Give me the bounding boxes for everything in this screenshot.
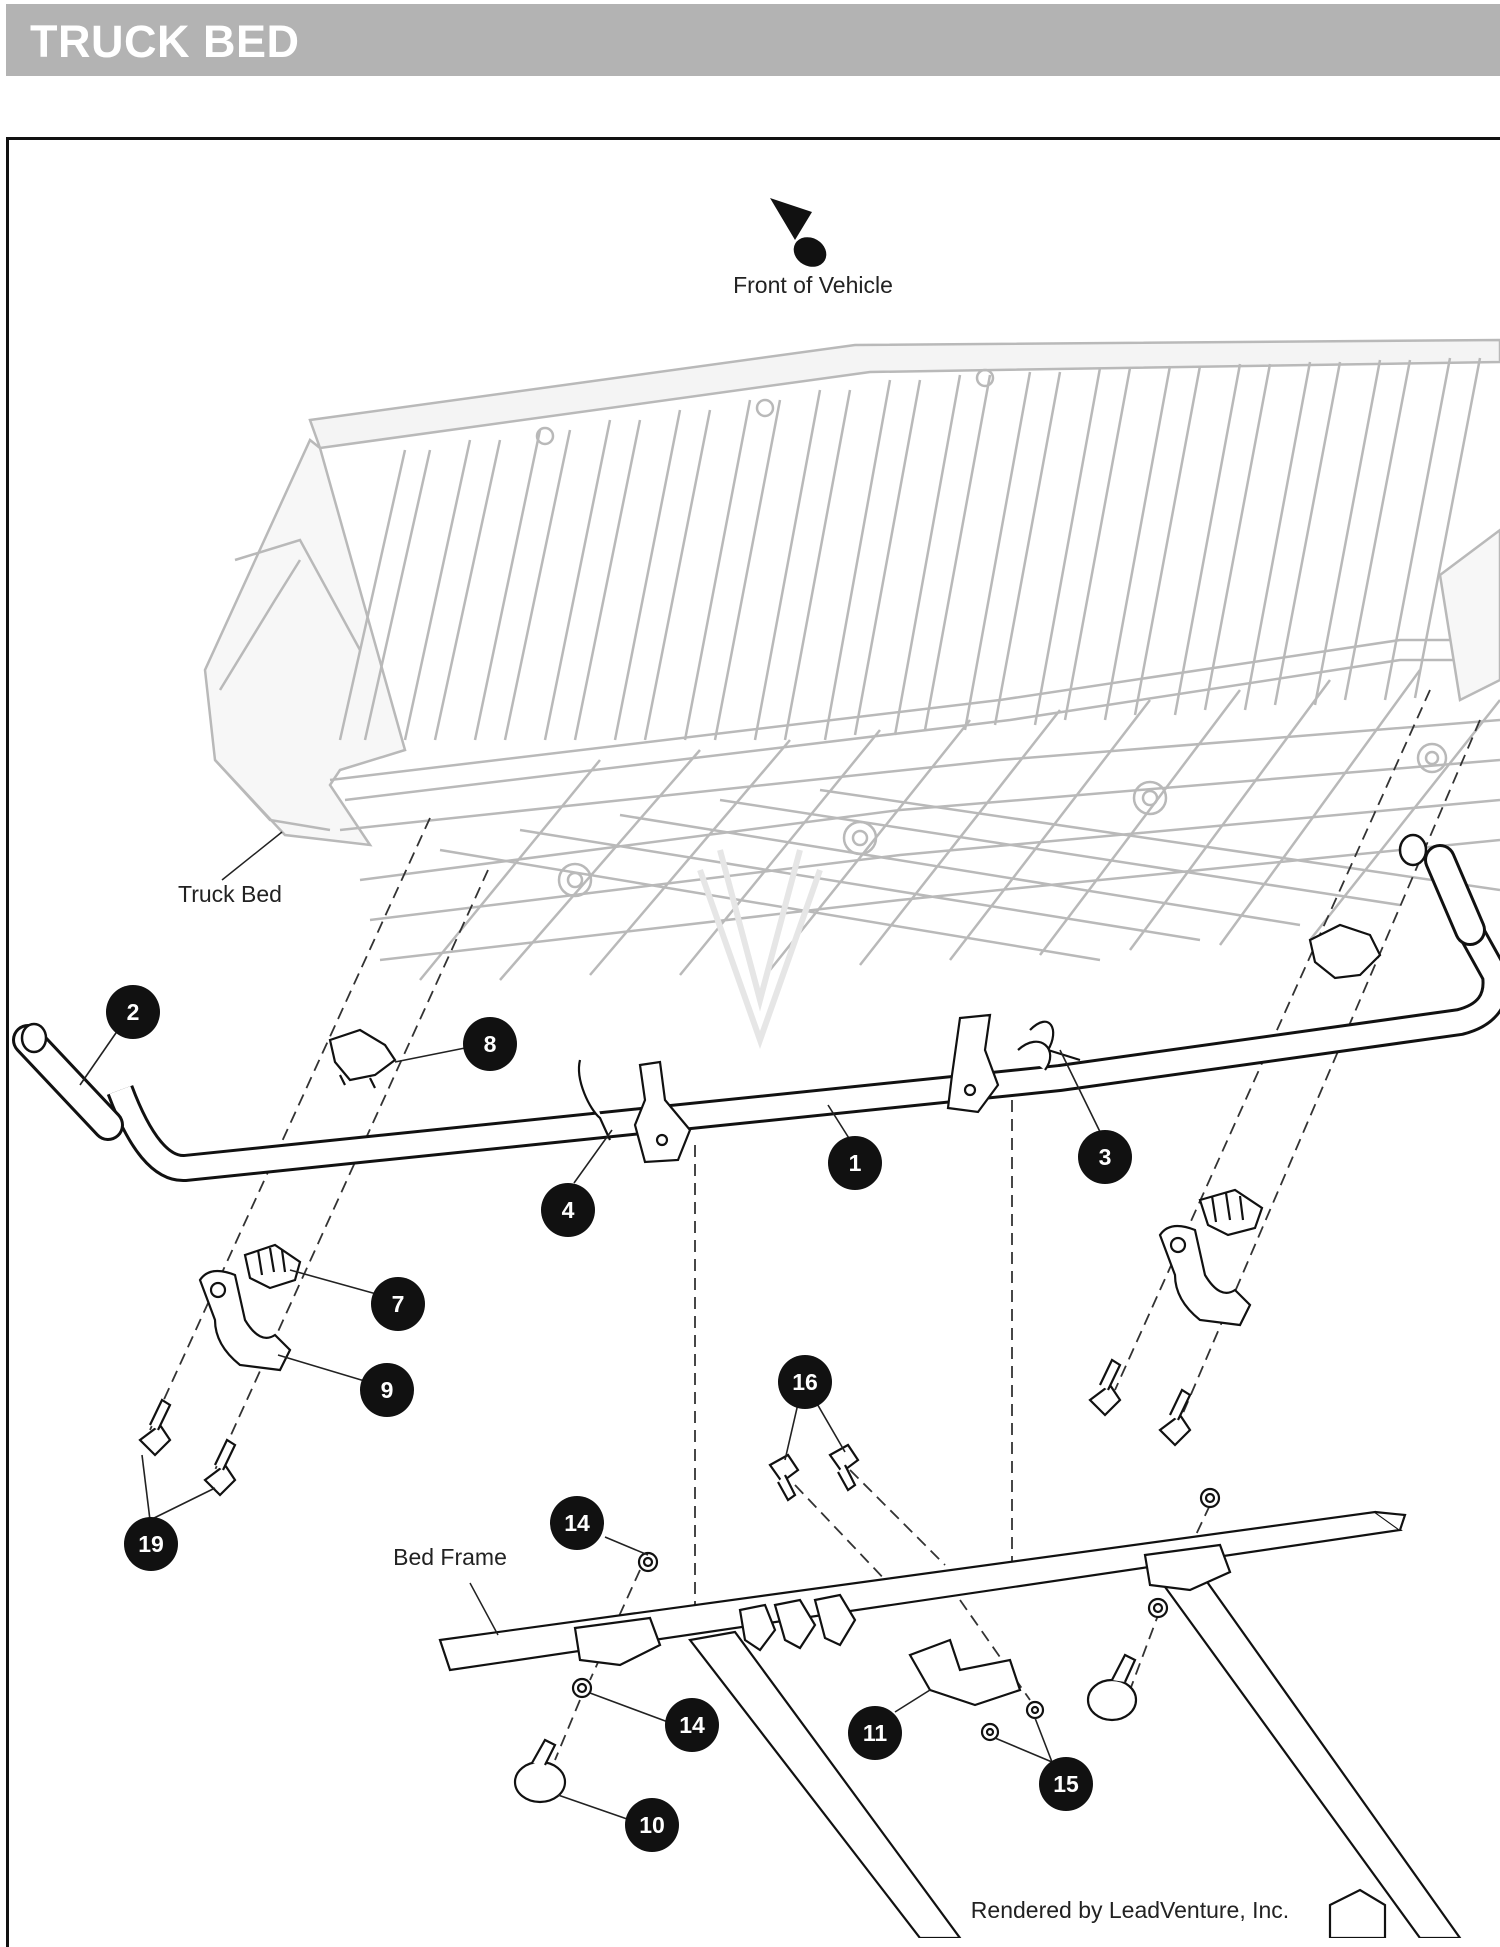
svg-text:1: 1 — [849, 1150, 862, 1176]
hardware-parts — [138, 923, 1382, 1742]
section-title: TRUCK BED — [30, 16, 300, 67]
svg-text:7: 7 — [392, 1291, 405, 1317]
bed-frame-label: Bed Frame — [393, 1544, 507, 1570]
diagram-frame — [6, 137, 1500, 1947]
bed-frame-leader — [469, 1582, 499, 1636]
callout-7: 7 — [371, 1277, 425, 1331]
svg-text:10: 10 — [639, 1812, 665, 1838]
callout-14-top: 14 — [550, 1496, 604, 1550]
truck-bed-leader — [221, 831, 283, 881]
svg-text:11: 11 — [863, 1720, 888, 1746]
callout-3: 3 — [1078, 1130, 1132, 1184]
callout-11: 11 — [848, 1706, 902, 1760]
bed-prop-rod — [12, 833, 1500, 1182]
front-of-vehicle-label: Front of Vehicle — [733, 272, 893, 298]
svg-text:19: 19 — [138, 1531, 164, 1557]
callout-19: 19 — [124, 1517, 178, 1571]
callout-bubbles: 1 2 3 4 7 8 9 10 — [106, 985, 1132, 1852]
callout-9: 9 — [360, 1363, 414, 1417]
svg-text:15: 15 — [1053, 1771, 1079, 1797]
callout-8: 8 — [463, 1017, 517, 1071]
callout-1: 1 — [828, 1136, 882, 1190]
rendered-by-credit: Rendered by LeadVenture, Inc. — [971, 1897, 1289, 1923]
watermark-logo — [697, 849, 823, 1050]
svg-text:4: 4 — [562, 1197, 575, 1223]
svg-text:2: 2 — [127, 999, 140, 1025]
callout-4: 4 — [541, 1183, 595, 1237]
callout-2: 2 — [106, 985, 160, 1039]
callout-leaders — [79, 1029, 1106, 1821]
callout-15: 15 — [1039, 1757, 1093, 1811]
svg-text:9: 9 — [381, 1377, 394, 1403]
svg-text:3: 3 — [1099, 1144, 1112, 1170]
bed-frame-drawing — [438, 1510, 1462, 1938]
svg-text:16: 16 — [792, 1369, 818, 1395]
front-arrow-icon — [770, 198, 827, 267]
callout-14-bottom: 14 — [665, 1698, 719, 1752]
truck-bed-label: Truck Bed — [178, 881, 282, 907]
callout-10: 10 — [625, 1798, 679, 1852]
callout-16: 16 — [778, 1355, 832, 1409]
truck-bed-drawing — [203, 338, 1500, 981]
svg-text:14: 14 — [679, 1712, 705, 1738]
svg-text:14: 14 — [564, 1510, 590, 1536]
section-header: TRUCK BED — [6, 4, 1500, 76]
svg-text:8: 8 — [484, 1031, 497, 1057]
